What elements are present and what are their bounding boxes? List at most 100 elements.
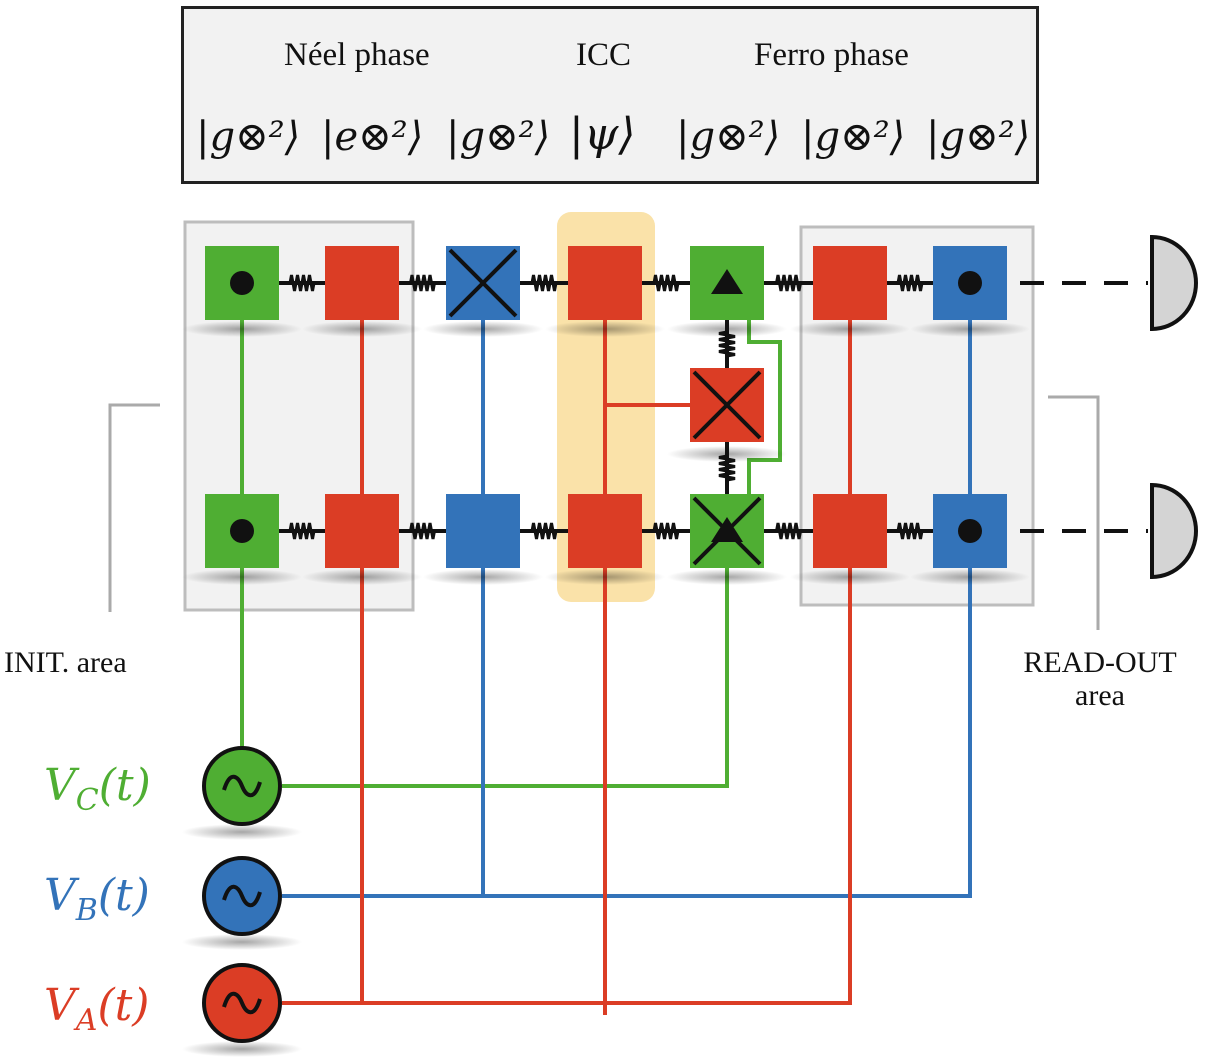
icc-label: ICC xyxy=(576,37,632,73)
source-label-va: VA(t) xyxy=(44,980,149,1038)
qubit-shadow xyxy=(545,569,665,585)
dot-icon xyxy=(958,519,982,543)
readout-area-label: READ-OUT area xyxy=(1000,646,1200,712)
qubit-shadow xyxy=(545,321,665,337)
qubit-middle xyxy=(690,368,764,442)
dot-icon xyxy=(958,271,982,295)
state-ket: |g⊗²⟩ xyxy=(926,114,1031,160)
qubit-shadow xyxy=(302,569,422,585)
source-subscript: A xyxy=(75,1002,98,1038)
qubit-bottom xyxy=(933,494,1007,568)
qubit-shadow xyxy=(790,321,910,337)
qubit-top xyxy=(690,246,764,320)
coupler-spring-icon xyxy=(520,274,568,292)
coupler-spring-icon xyxy=(718,442,736,494)
green-bypass-wire xyxy=(747,318,782,495)
qubit-square xyxy=(813,494,887,568)
readout-label-line1: READ-OUT xyxy=(1023,646,1177,679)
source-base: V xyxy=(44,980,76,1031)
cross-icon xyxy=(692,496,762,566)
coupler-spring-icon xyxy=(279,522,325,540)
cross-icon xyxy=(692,370,762,440)
readout-area-bracket xyxy=(1048,395,1100,630)
qubit-top xyxy=(813,246,887,320)
qubit-top xyxy=(568,246,642,320)
qubit-shadow xyxy=(302,321,422,337)
qubit-shadow xyxy=(182,321,302,337)
spring-coil xyxy=(775,274,802,292)
source-subscript: C xyxy=(75,782,99,818)
source-subscript: B xyxy=(75,892,98,928)
state-ket: |g⊗²⟩ xyxy=(676,114,781,160)
control-line-vc xyxy=(282,531,729,788)
spring-coil xyxy=(775,522,802,540)
qubit-shadow xyxy=(423,569,543,585)
spring-coil xyxy=(288,522,316,540)
spring-coil xyxy=(896,274,924,292)
spring-coil xyxy=(530,522,558,540)
qubit-square xyxy=(446,494,520,568)
source-shadow xyxy=(182,1041,302,1057)
qubit-top xyxy=(933,246,1007,320)
dot-icon xyxy=(230,519,254,543)
source-label-vc: VC(t) xyxy=(44,760,151,818)
coupler-spring-icon xyxy=(887,522,933,540)
qubit-shadow xyxy=(790,569,910,585)
control-line-vb xyxy=(282,531,972,898)
qubit-square xyxy=(813,246,887,320)
sine-wave-icon xyxy=(222,991,262,1015)
qubit-square xyxy=(568,494,642,568)
spring-coil xyxy=(718,330,736,358)
dot-icon xyxy=(230,271,254,295)
coupler-spring-icon xyxy=(642,522,690,540)
cross-icon xyxy=(448,248,518,318)
source-va-icon xyxy=(202,963,282,1043)
qubit-top xyxy=(325,246,399,320)
source-vc-icon xyxy=(202,746,282,826)
control-line-va xyxy=(282,531,852,1005)
coupler-spring-icon xyxy=(764,274,813,292)
sine-wave-icon xyxy=(222,774,262,798)
qubit-bottom xyxy=(690,494,764,568)
qubit-shadow xyxy=(910,569,1030,585)
qubit-top xyxy=(446,246,520,320)
coupler-spring-icon xyxy=(718,320,736,368)
state-ket: |g⊗²⟩ xyxy=(446,114,551,160)
init-area-label: INIT. area xyxy=(4,646,127,679)
coupler-spring-icon xyxy=(642,274,690,292)
qubit-square xyxy=(325,494,399,568)
state-header-box: Néel phase ICC Ferro phase |g⊗²⟩ |e⊗²⟩ |… xyxy=(181,6,1039,184)
qubit-bottom xyxy=(325,494,399,568)
spring-coil xyxy=(718,454,736,482)
ferro-phase-label: Ferro phase xyxy=(754,37,909,73)
source-vb-icon xyxy=(202,856,282,936)
qubit-shadow xyxy=(910,321,1030,337)
source-arg: (t) xyxy=(97,870,150,921)
detector-icon xyxy=(1150,482,1198,580)
spring-coil xyxy=(409,274,436,292)
qubit-bottom xyxy=(813,494,887,568)
coupler-spring-icon xyxy=(764,522,813,540)
source-base: V xyxy=(44,760,76,811)
coupler-spring-icon xyxy=(279,274,325,292)
qubit-top xyxy=(205,246,279,320)
init-area-bracket xyxy=(108,403,160,612)
coupler-spring-icon xyxy=(399,274,446,292)
qubit-bottom xyxy=(568,494,642,568)
spring-coil xyxy=(896,522,924,540)
qubit-bottom xyxy=(205,494,279,568)
qubit-square xyxy=(325,246,399,320)
spring-coil xyxy=(652,522,680,540)
sine-wave-icon xyxy=(222,884,262,908)
source-shadow xyxy=(182,824,302,840)
coupler-spring-icon xyxy=(399,522,446,540)
qubit-shadow xyxy=(423,321,543,337)
readout-label-line2: area xyxy=(1075,679,1125,712)
state-ket: |g⊗²⟩ xyxy=(801,114,906,160)
neel-phase-label: Néel phase xyxy=(284,37,430,73)
qubit-square xyxy=(568,246,642,320)
state-ket: |e⊗²⟩ xyxy=(321,114,424,160)
spring-coil xyxy=(530,274,558,292)
